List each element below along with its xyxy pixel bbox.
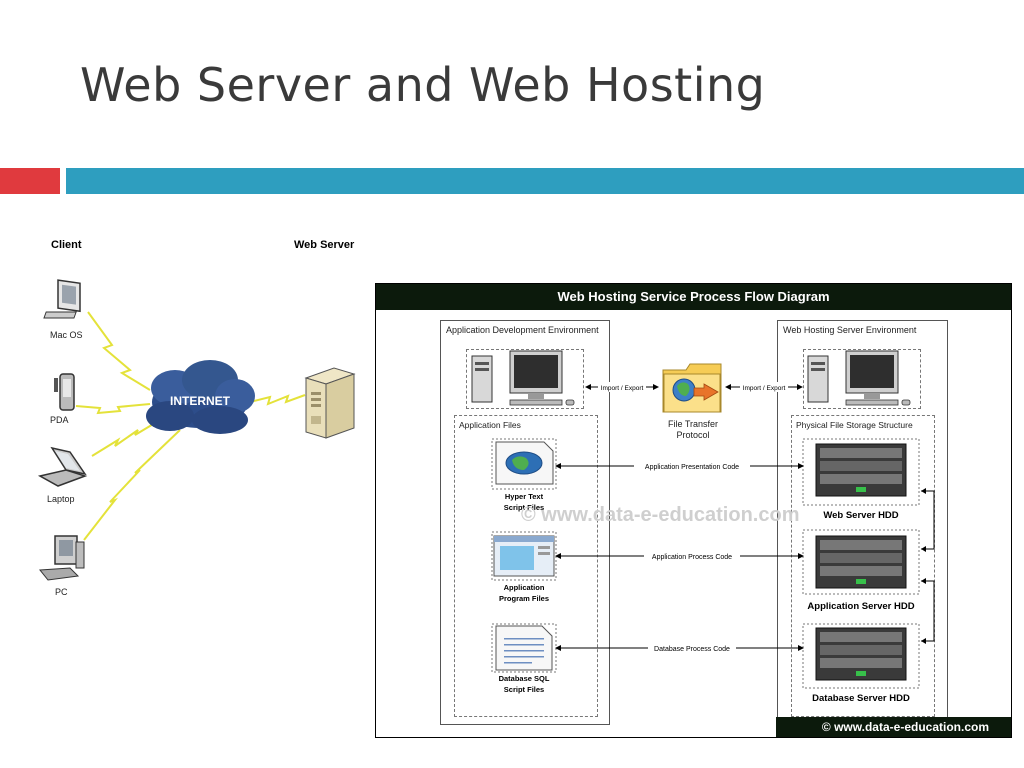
link-pc	[83, 429, 181, 541]
connection-database-label: Database Process Code	[654, 646, 730, 653]
footer-band	[776, 717, 1011, 737]
server-bracket-upper	[921, 490, 935, 550]
web-server-hdd-icon	[802, 438, 920, 506]
import-export-left-label: Import / Export	[601, 385, 644, 392]
import-export-right-label: Import / Export	[743, 385, 786, 392]
web-server-label: Web Server	[294, 239, 355, 251]
database-server-hdd-icon	[802, 623, 920, 689]
hypertext-file-icon	[491, 438, 557, 490]
slide-title: Web Server and Web Hosting	[80, 58, 766, 112]
file-label-sql-2: Script Files	[504, 685, 544, 694]
device-label-pda: PDA	[50, 415, 69, 425]
pc-icon	[39, 535, 85, 581]
internet-label: INTERNET	[170, 394, 231, 408]
host-environment-label: Web Hosting Server Environment	[783, 325, 917, 335]
internet-cloud-icon	[146, 360, 255, 434]
file-label-sql-1: Database SQL	[499, 674, 550, 683]
storage-frame: Physical File Storage Structure	[791, 415, 935, 717]
ftp-label-line2: Protocol	[676, 430, 709, 440]
file-label-hypertext-1: Hyper Text	[505, 492, 544, 501]
flow-title: Web Hosting Service Process Flow Diagram	[376, 284, 1011, 310]
application-file-icon	[491, 531, 557, 581]
file-label-application-1: Application	[504, 583, 545, 592]
link-pda	[75, 403, 151, 415]
link-mac	[87, 311, 151, 391]
server-label-database: Database Server HDD	[812, 693, 910, 704]
file-label-hypertext-2: Script Files	[504, 503, 544, 512]
process-flow-diagram: Web Hosting Service Process Flow Diagram…	[375, 283, 1012, 738]
application-server-hdd-icon	[802, 529, 920, 595]
client-label: Client	[51, 239, 82, 251]
network-svg: INTERNET Mac OS PDA Laptop PC	[37, 279, 356, 597]
server-label-application: Application Server HDD	[807, 601, 914, 612]
watermark-text: © www.data-e-education.com	[521, 504, 799, 526]
connection-process-label: Application Process Code	[652, 554, 732, 561]
flow-svg: Import / Export Import / Export File Tra…	[471, 350, 935, 704]
file-label-application-2: Program Files	[499, 594, 549, 603]
ftp-folder-icon	[662, 363, 722, 413]
host-computer-icon	[807, 350, 911, 406]
device-label-pc: PC	[55, 587, 68, 597]
ftp-label-line1: File Transfer	[668, 419, 718, 429]
storage-label: Physical File Storage Structure	[796, 420, 913, 430]
accent-bar-red	[0, 168, 60, 194]
sql-file-icon	[491, 623, 557, 673]
server-label-web: Web Server HDD	[823, 510, 898, 521]
dev-workstation-frame	[466, 349, 584, 409]
web-server-icon	[304, 367, 356, 439]
laptop-icon	[37, 446, 88, 487]
device-label-mac: Mac OS	[50, 330, 83, 340]
pda-icon	[54, 373, 75, 411]
app-files-frame: Application Files	[454, 415, 598, 717]
accent-bar-blue	[66, 168, 1024, 194]
app-files-label: Application Files	[459, 420, 521, 430]
server-bracket-lower	[921, 580, 935, 642]
connection-presentation-label: Application Presentation Code	[645, 464, 739, 471]
network-diagram: Client Web Server INTERNET	[0, 230, 370, 610]
footer-copyright: © www.data-e-education.com	[821, 720, 989, 734]
link-server	[249, 394, 306, 406]
host-workstation-frame	[803, 349, 921, 409]
dev-environment-label: Application Development Environment	[446, 325, 599, 335]
device-label-laptop: Laptop	[47, 494, 75, 504]
dev-computer-icon	[471, 350, 575, 406]
mac-monitor-icon	[43, 279, 81, 319]
link-laptop	[91, 419, 161, 457]
